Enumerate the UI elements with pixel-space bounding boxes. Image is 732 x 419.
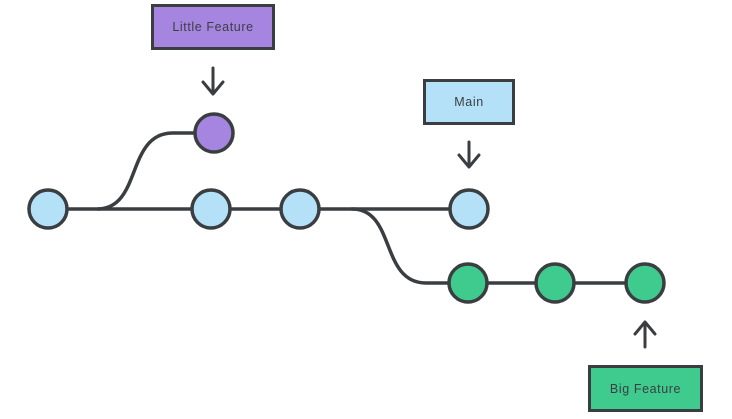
little-feature-arrow-down-icon xyxy=(201,66,225,96)
commit-node-main-4 xyxy=(448,188,490,230)
little-feature-label-text: Little Feature xyxy=(172,20,254,34)
big-feature-branch-line xyxy=(350,207,647,285)
main-label: Main xyxy=(423,79,515,125)
commit-node-main-2 xyxy=(190,188,232,230)
main-label-text: Main xyxy=(454,95,484,109)
big-feature-arrow-up-icon xyxy=(633,320,657,349)
commit-nodes xyxy=(27,112,666,304)
little-feature-label: Little Feature xyxy=(151,4,275,50)
big-feature-label: Big Feature xyxy=(588,365,703,412)
commit-node-big-3 xyxy=(624,262,666,304)
big-feature-label-text: Big Feature xyxy=(609,381,682,396)
main-arrow-down-icon xyxy=(457,140,481,169)
commit-node-big-1 xyxy=(447,262,489,304)
commit-node-main-3 xyxy=(279,188,321,230)
commit-node-big-2 xyxy=(534,262,576,304)
little-feature-branch-line xyxy=(96,131,197,211)
commit-node-little-1 xyxy=(193,112,235,154)
commit-node-main-1 xyxy=(27,188,69,230)
